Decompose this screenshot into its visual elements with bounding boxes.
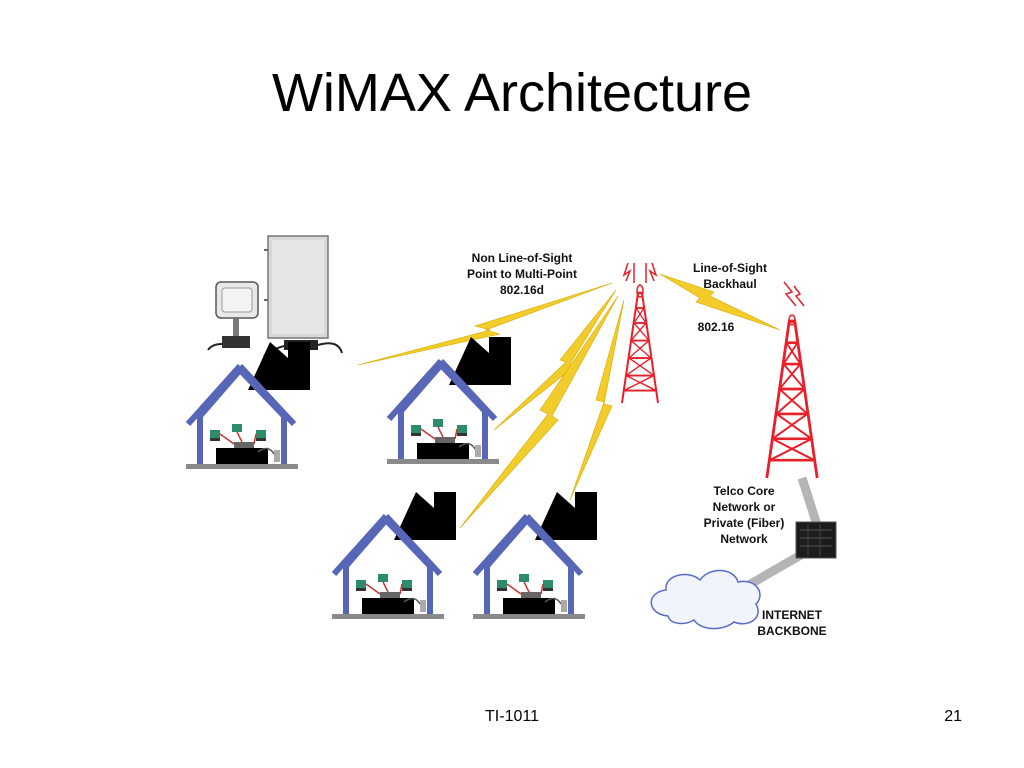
label-nlos-3: 802.16d: [500, 283, 544, 297]
label-telco-4: Network: [720, 532, 768, 546]
label-internet-1: INTERNET: [762, 608, 823, 622]
label-telco-3: Private (Fiber): [704, 516, 785, 530]
house-3: [332, 492, 456, 619]
footer-course-code: TI-1011: [485, 708, 539, 725]
house-4: [473, 492, 597, 619]
page-number: 21: [944, 708, 962, 725]
slide-title: WiMAX Architecture: [271, 63, 753, 123]
label-los-1: Line-of-Sight: [693, 261, 767, 275]
label-telco-1: Telco Core: [713, 484, 774, 498]
label-nlos-1: Non Line-of-Sight: [472, 251, 573, 265]
base-station-tower: [620, 262, 660, 405]
wireless-links: [357, 273, 781, 529]
internet-cloud: [650, 569, 761, 630]
label-internet-2: BACKBONE: [757, 624, 826, 638]
house-1: [186, 342, 310, 469]
label-telco-2: Network or: [713, 500, 776, 514]
cpe-equipment: [207, 235, 343, 357]
server-rack: [795, 521, 837, 559]
label-nlos-2: Point to Multi-Point: [467, 267, 577, 281]
label-backhaul-std: 802.16: [698, 320, 735, 334]
house-2: [387, 337, 511, 464]
backhaul-tower: [765, 281, 819, 480]
label-los-2: Backhaul: [703, 277, 756, 291]
